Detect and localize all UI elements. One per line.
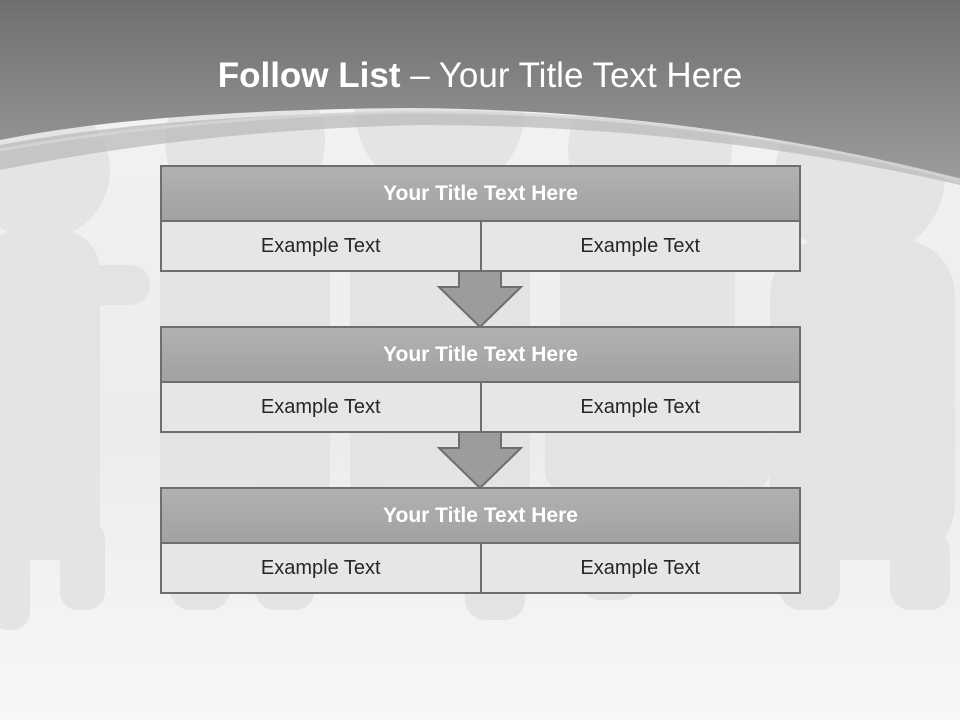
down-arrow-2 — [436, 431, 524, 490]
step-title: Your Title Text Here — [160, 165, 801, 222]
step-cell-left: Example Text — [160, 383, 482, 433]
step-cell-left: Example Text — [160, 222, 482, 272]
slide-title: Follow List – Your Title Text Here — [0, 54, 960, 98]
slide-title-bold: Follow List — [217, 56, 401, 95]
step-cell-right: Example Text — [481, 383, 801, 433]
step-row: Example Text Example Text — [160, 222, 801, 272]
step-row: Example Text Example Text — [160, 544, 801, 594]
step-cell-right: Example Text — [481, 544, 801, 594]
step-cell-right: Example Text — [481, 222, 801, 272]
step-title: Your Title Text Here — [160, 487, 801, 544]
flow-arrows — [436, 270, 524, 490]
step-block-3: Your Title Text Here Example Text Exampl… — [160, 487, 801, 594]
step-block-1: Your Title Text Here Example Text Exampl… — [160, 165, 801, 272]
down-arrow-1 — [436, 270, 524, 329]
step-title: Your Title Text Here — [160, 326, 801, 383]
step-cell-left: Example Text — [160, 544, 482, 594]
slide-title-rest: – Your Title Text Here — [410, 56, 743, 95]
step-row: Example Text Example Text — [160, 383, 801, 433]
step-block-2: Your Title Text Here Example Text Exampl… — [160, 326, 801, 433]
